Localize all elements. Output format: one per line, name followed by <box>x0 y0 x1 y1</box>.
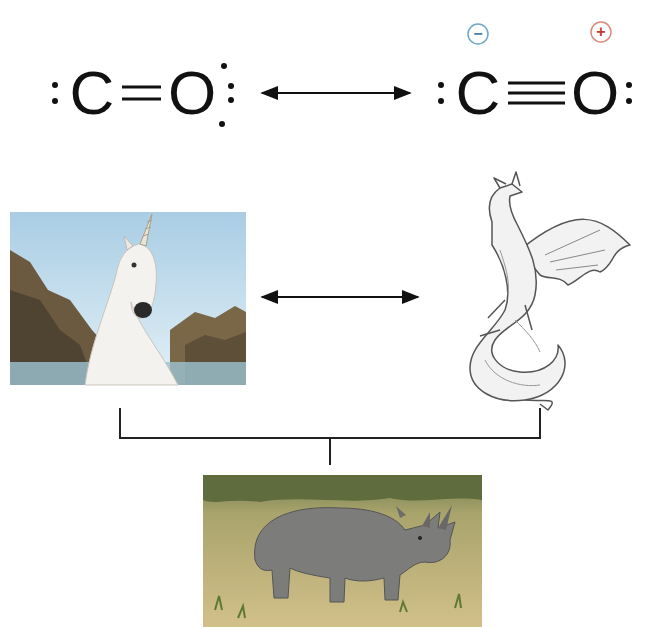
lone-pair-dots <box>52 63 632 127</box>
atom-symbol: O <box>571 62 619 124</box>
rhino-photo <box>203 475 482 627</box>
atom-symbol: O <box>168 62 216 124</box>
dragon-sketch <box>470 172 630 410</box>
charge-sign: + <box>596 24 605 40</box>
charge-circles <box>468 22 611 44</box>
bracket <box>120 408 540 465</box>
charge-sign: − <box>473 26 482 42</box>
resonance-arrow <box>262 296 418 298</box>
atom-symbol: C <box>456 62 501 124</box>
resonance-arrow <box>262 92 410 94</box>
unicorn-photo <box>10 212 246 385</box>
atom-symbol: C <box>70 62 115 124</box>
